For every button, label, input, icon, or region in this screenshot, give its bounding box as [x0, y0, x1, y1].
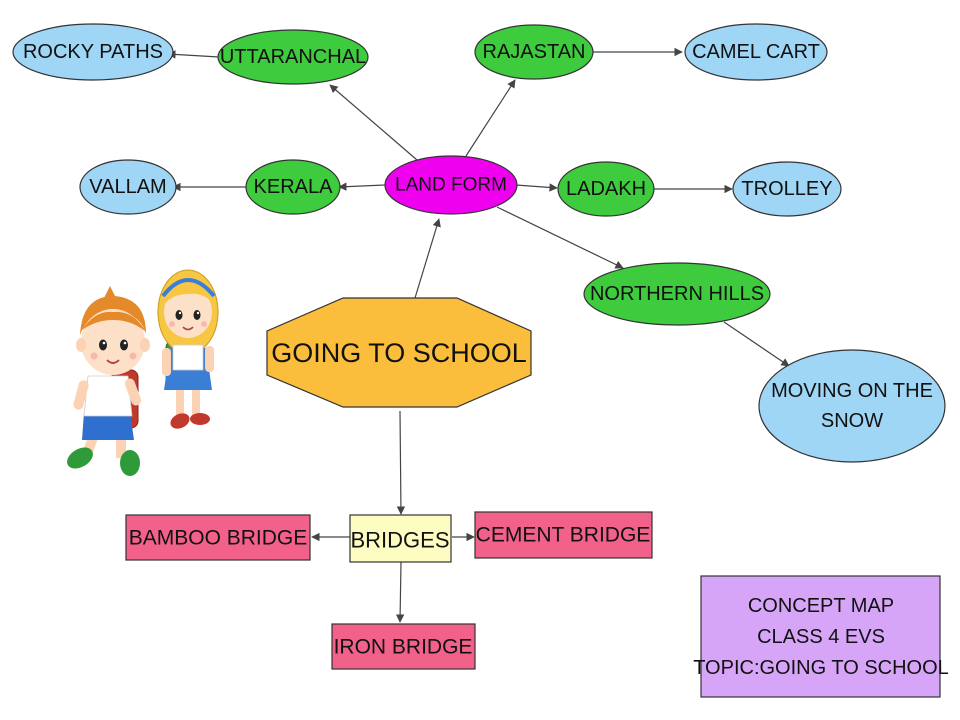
info-box: CONCEPT MAP CLASS 4 EVS TOPIC:GOING TO S…	[693, 575, 949, 698]
node-trolley[interactable]: TROLLEY	[732, 161, 842, 217]
edge-landform-to-northern-hills	[496, 206, 624, 269]
edge-uttaranchal-to-rocky-paths	[167, 50, 220, 59]
node-vallam-label: VALLAM	[89, 176, 166, 198]
node-bridges[interactable]: BRIDGES	[349, 514, 452, 563]
node-ladakh[interactable]: LADAKH	[557, 161, 655, 217]
node-northern-hills[interactable]: NORTHERN HILLS	[583, 262, 771, 326]
node-land-form[interactable]: LAND FORM	[384, 155, 518, 215]
node-kerala[interactable]: KERALA	[245, 159, 341, 215]
edge-landform-to-rajastan	[465, 79, 516, 157]
node-iron-bridge[interactable]: IRON BRIDGE	[331, 623, 476, 670]
edge-landform-to-kerala	[338, 182, 386, 191]
node-cement-bridge-label: CEMENT BRIDGE	[476, 524, 651, 547]
info-line-2: CLASS 4 EVS	[757, 626, 885, 648]
edge-center-to-landform	[414, 218, 441, 299]
edges	[167, 47, 790, 623]
node-land-form-label: LAND FORM	[395, 175, 507, 196]
node-rajastan[interactable]: RAJASTAN	[474, 24, 594, 80]
node-camel-cart[interactable]: CAMEL CART	[684, 23, 828, 81]
node-uttaranchal-label: UTTARANCHAL	[220, 46, 366, 68]
node-moving-on-the-snow-line2: SNOW	[821, 410, 883, 432]
edge-landform-to-ladakh	[515, 183, 558, 192]
node-camel-cart-label: CAMEL CART	[692, 41, 820, 63]
edge-center-to-bridges	[396, 410, 406, 515]
node-trolley-label: TROLLEY	[741, 178, 832, 200]
node-rocky-paths[interactable]: ROCKY PATHS	[12, 23, 174, 81]
node-ladakh-label: LADAKH	[566, 178, 646, 200]
node-moving-on-the-snow[interactable]: MOVING ON THE SNOW	[758, 349, 946, 463]
node-kerala-label: KERALA	[254, 176, 334, 198]
node-bridges-label: BRIDGES	[350, 528, 449, 553]
edge-northern-hills-to-snow	[723, 321, 790, 367]
node-going-to-school-label: GOING TO SCHOOL	[271, 338, 527, 368]
edge-landform-to-uttaranchal	[329, 84, 418, 161]
info-line-1: CONCEPT MAP	[748, 595, 894, 617]
boy-figure	[67, 286, 150, 476]
node-uttaranchal[interactable]: UTTARANCHAL	[217, 29, 369, 85]
node-going-to-school[interactable]: GOING TO SCHOOL	[266, 297, 532, 408]
node-cement-bridge[interactable]: CEMENT BRIDGE	[474, 511, 653, 559]
node-vallam[interactable]: VALLAM	[79, 159, 177, 215]
node-rocky-paths-label: ROCKY PATHS	[23, 41, 163, 63]
node-bamboo-bridge[interactable]: BAMBOO BRIDGE	[125, 514, 311, 561]
edge-bridges-to-iron	[395, 561, 405, 623]
node-moving-on-the-snow-line1: MOVING ON THE	[771, 380, 933, 402]
children-illustration	[67, 269, 219, 476]
node-bamboo-bridge-label: BAMBOO BRIDGE	[129, 527, 308, 550]
node-iron-bridge-label: IRON BRIDGE	[334, 636, 473, 659]
node-rajastan-label: RAJASTAN	[483, 41, 586, 63]
node-northern-hills-label: NORTHERN HILLS	[590, 283, 764, 305]
girl-figure	[157, 269, 219, 429]
info-line-3: TOPIC:GOING TO SCHOOL	[693, 657, 949, 679]
